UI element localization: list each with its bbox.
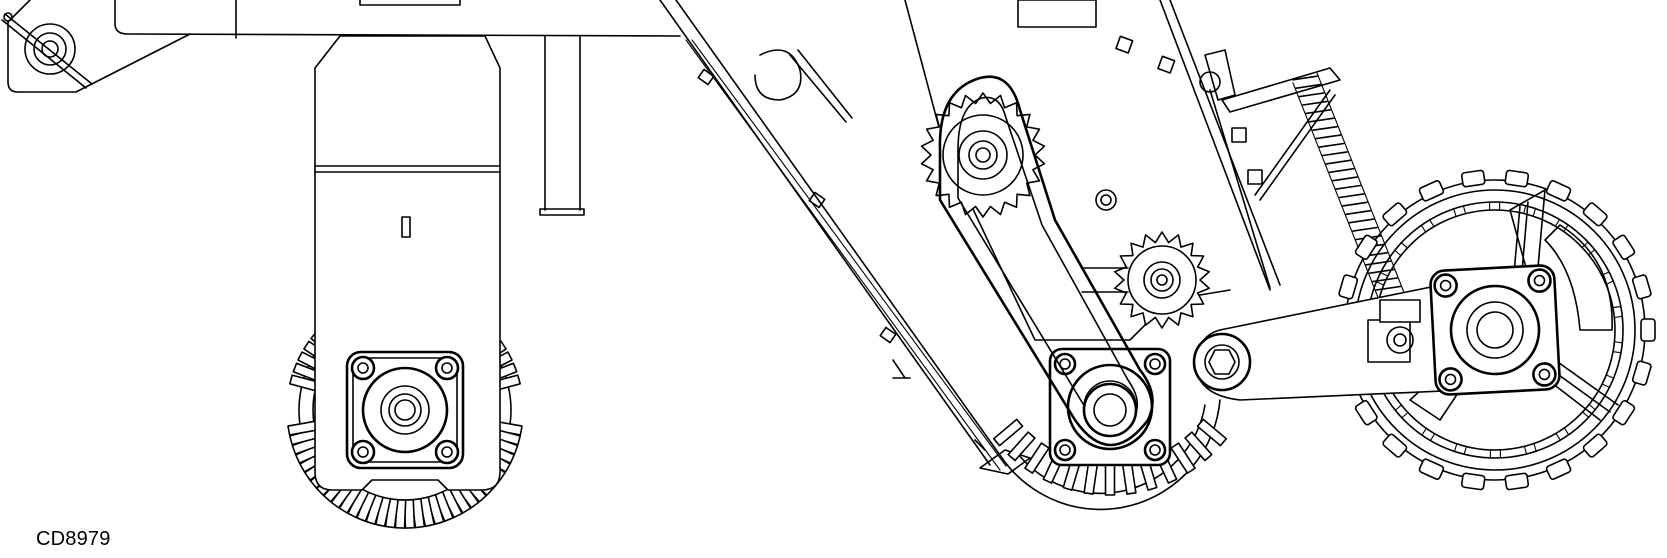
wheel-lug (1504, 169, 1530, 188)
sprocket-icon (1081, 231, 1211, 329)
bearing-flange-icon (345, 350, 465, 470)
wheel-tooth (992, 418, 1024, 447)
wheel-tooth (1083, 462, 1099, 495)
spring-coil (1302, 100, 1328, 106)
pivot-bolt (1, 12, 93, 89)
spring-coil (1338, 193, 1365, 199)
wheel-lug (1582, 202, 1608, 227)
spring-coil (1352, 226, 1378, 232)
wheel-slot (1375, 272, 1389, 286)
spring-coil (1315, 134, 1342, 140)
wheel-lug (1354, 400, 1378, 426)
spring-coil (1328, 167, 1355, 174)
wheel-slot (1421, 427, 1436, 442)
wheel-tooth (1184, 431, 1213, 462)
spring-edge (1292, 82, 1384, 311)
spring-coil (1332, 176, 1358, 182)
spring-coil (1298, 92, 1325, 98)
wheel-tooth (1196, 418, 1228, 447)
wheel-lug (1382, 202, 1408, 227)
spring-coil (1348, 218, 1375, 224)
wheel-tooth (1024, 442, 1050, 474)
wheel-slot (1523, 443, 1537, 455)
wheel-tooth (1170, 442, 1196, 474)
wheel-slot (1453, 205, 1467, 217)
wheel-tooth (1007, 431, 1036, 462)
frame-bar (7, 0, 681, 93)
spring-coil (1345, 209, 1372, 216)
spring-coil (1318, 142, 1345, 148)
spring-coil (1312, 125, 1338, 131)
spring-coil (1322, 151, 1348, 157)
wheel-lug (1418, 458, 1445, 480)
wheel-slot (1489, 201, 1501, 211)
bearing-flange-icon (1429, 264, 1561, 396)
wheel-lug (1640, 318, 1656, 342)
drive-chain (938, 75, 1154, 447)
sprocket-teeth (920, 92, 1046, 218)
wheel-slot (1581, 241, 1596, 256)
spring-coil (1325, 159, 1352, 165)
sprocket-icon (920, 92, 1046, 218)
wheel-slot (1489, 449, 1501, 459)
wheel-lug (1460, 472, 1486, 491)
wheel-slot (1601, 271, 1614, 285)
wheel-tooth (1104, 464, 1116, 496)
wheel-lug (1338, 274, 1359, 300)
spring-coil (1305, 109, 1332, 115)
spring-coil (1295, 83, 1322, 89)
wheel-slot (1612, 305, 1623, 319)
wheel-slot (1453, 443, 1467, 455)
wheel-lug (1418, 180, 1445, 202)
wheel-slot (1523, 205, 1537, 217)
spring-coil (1308, 117, 1335, 123)
spring-coil (1335, 184, 1362, 190)
wheel-lug (1631, 360, 1652, 386)
wheel-slot (1420, 219, 1435, 233)
spring-icon (1292, 72, 1408, 311)
wheel-lug (1612, 400, 1636, 426)
wheel-slot (1394, 404, 1409, 419)
spring-edge (1316, 72, 1408, 301)
wheel-slot (1394, 242, 1408, 257)
wheel-lug (1460, 169, 1486, 188)
wheel-slot (1555, 427, 1570, 441)
spring-coil (1375, 285, 1402, 291)
spring-bracket (1199, 49, 1341, 289)
wheel-lug (1631, 274, 1652, 300)
spring-coil (1292, 75, 1318, 81)
wheel-lug (1504, 472, 1530, 491)
wheel-tooth (1121, 462, 1137, 495)
figure-code: CD8979 (36, 528, 111, 550)
wheel-lug (1545, 180, 1572, 202)
wheel-slot (1601, 374, 1615, 388)
wheel-slot (1612, 341, 1624, 354)
wheel-lug (1582, 433, 1608, 458)
spring-coil (1342, 201, 1368, 207)
wheel-lug (1382, 433, 1408, 458)
diagonal-arm (659, 0, 1031, 475)
support-post (539, 35, 585, 216)
wheel-lug (1354, 234, 1378, 260)
wheel-lug (1545, 458, 1572, 480)
wheel-lug (1612, 234, 1636, 260)
